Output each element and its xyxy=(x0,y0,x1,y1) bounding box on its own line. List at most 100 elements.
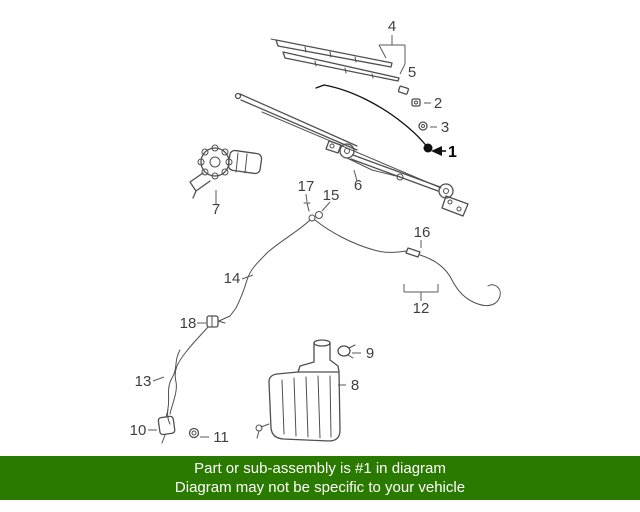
pump-body xyxy=(157,415,176,436)
part-label-14: 14 xyxy=(224,270,241,287)
part-1-callout: 1 xyxy=(431,144,457,161)
part-label-7: 7 xyxy=(212,201,220,218)
wiper-arm-hook xyxy=(315,84,325,89)
hose-connector-16 xyxy=(405,247,421,258)
part-label-11: 11 xyxy=(213,429,229,446)
wiper-arm-body xyxy=(323,84,429,149)
pump-details xyxy=(161,409,169,444)
leader-line-4 xyxy=(378,35,406,64)
leader-line-6 xyxy=(353,169,358,182)
hose-right-branch xyxy=(314,219,407,253)
mount-hole-1 xyxy=(456,206,462,212)
hose-right-tail xyxy=(419,254,501,307)
motor-gear-bump-6 xyxy=(201,148,209,156)
blade-frame-ticks xyxy=(270,38,357,63)
junction-grommet xyxy=(315,211,323,219)
leader-line-5 xyxy=(399,63,406,75)
reservoir-body xyxy=(268,371,341,442)
nut-part xyxy=(411,98,421,107)
junction-bolt xyxy=(303,202,311,212)
blade-frame-line xyxy=(275,39,393,68)
long-linkage-rod xyxy=(261,111,442,189)
motor-body xyxy=(227,149,263,175)
part-label-6: 6 xyxy=(354,177,362,194)
hose-left-branch xyxy=(218,219,311,322)
linkage-left-pivot-hole xyxy=(344,148,350,154)
motor-body-ribs xyxy=(235,152,248,174)
wiper-motor-drawing xyxy=(189,144,263,199)
motor-gear-bump-8 xyxy=(221,148,229,156)
part-label-16: 16 xyxy=(414,224,431,241)
leader-line-15 xyxy=(321,201,331,212)
leader-line-12 xyxy=(403,284,439,301)
part-label-12: 12 xyxy=(413,300,430,317)
banner-line-2: Diagram may not be specific to your vehi… xyxy=(174,479,466,496)
pump-grommet-hole xyxy=(191,430,197,436)
linkage-left-tab xyxy=(325,140,342,154)
motor-bracket xyxy=(189,172,211,199)
banner-line-1: Part or sub-assembly is #1 in diagram xyxy=(194,460,446,477)
part-label-5: 5 xyxy=(408,64,416,81)
motor-gear-bump-5 xyxy=(197,158,205,166)
part-label-15: 15 xyxy=(323,187,340,204)
linkage-mount-plate xyxy=(441,195,469,217)
washer-hose-drawing xyxy=(167,219,501,425)
part-label-13: 13 xyxy=(135,373,152,390)
washer-reservoir-drawing xyxy=(255,339,356,442)
leader-line-17 xyxy=(305,193,308,203)
part-label-4: 4 xyxy=(388,18,396,35)
wiper-blade-drawing xyxy=(270,38,400,82)
motor-gear-bump-7 xyxy=(211,144,219,152)
pivot-nut-drawing xyxy=(411,98,421,107)
pivot-shaft-part xyxy=(397,85,410,95)
cap-center xyxy=(421,124,425,128)
reservoir-neck xyxy=(297,342,340,373)
hose-junction-drawing xyxy=(303,202,323,222)
blade-refill-line xyxy=(282,51,400,82)
pump-grommet xyxy=(188,427,200,439)
pivot-cap-drawing xyxy=(418,121,428,131)
reservoir-outlet xyxy=(256,423,270,439)
cap-part xyxy=(418,121,428,131)
wiper-linkage-drawing xyxy=(325,140,469,217)
mount-hole-2 xyxy=(447,199,453,205)
hose-left-branch-lower xyxy=(169,326,209,415)
motor-shaft xyxy=(209,156,221,168)
reservoir-cap xyxy=(337,345,351,357)
part-label-17: 17 xyxy=(298,178,315,195)
part-label-1: 1 xyxy=(448,144,457,161)
part-label-10: 10 xyxy=(130,422,147,439)
part-label-8: 8 xyxy=(351,377,359,394)
wiper-arm-part-1-drawing xyxy=(315,84,433,153)
second-wiper-arm-drawing xyxy=(234,92,442,189)
nut-hole xyxy=(414,100,418,105)
linkage-right-pivot-hole xyxy=(443,188,449,194)
reservoir-ribs xyxy=(281,375,332,439)
part-label-18: 18 xyxy=(180,315,197,332)
leader-line-13 xyxy=(152,376,165,382)
hose-clip-18-slot xyxy=(211,315,226,328)
crank-pivot xyxy=(396,173,404,181)
left-tab-hole xyxy=(329,143,335,149)
reservoir-cap-tab xyxy=(347,344,356,359)
hose-y-connector xyxy=(308,214,316,222)
motor-gear-bump-3 xyxy=(211,172,219,180)
wiper-arm-pivot-head xyxy=(423,143,433,153)
leader-line-14 xyxy=(241,274,254,280)
hose-13-segment xyxy=(167,349,181,425)
motor-gear-bump-4 xyxy=(201,168,209,176)
blade-refill-ticks xyxy=(314,60,374,79)
arm-tip-pivot xyxy=(234,92,242,100)
reservoir-outlet-port xyxy=(255,424,263,432)
part-1-callout-arrow-icon xyxy=(431,146,442,156)
motor-gear-bump-2 xyxy=(221,168,229,176)
part-label-3: 3 xyxy=(441,119,449,136)
status-banner: Part or sub-assembly is #1 in diagram Di… xyxy=(0,456,640,500)
washer-pump-drawing xyxy=(157,409,200,444)
part-label-2: 2 xyxy=(434,95,442,112)
second-arm-lines xyxy=(239,93,358,151)
reservoir-neck-opening xyxy=(313,339,331,347)
part-label-9: 9 xyxy=(366,345,374,362)
